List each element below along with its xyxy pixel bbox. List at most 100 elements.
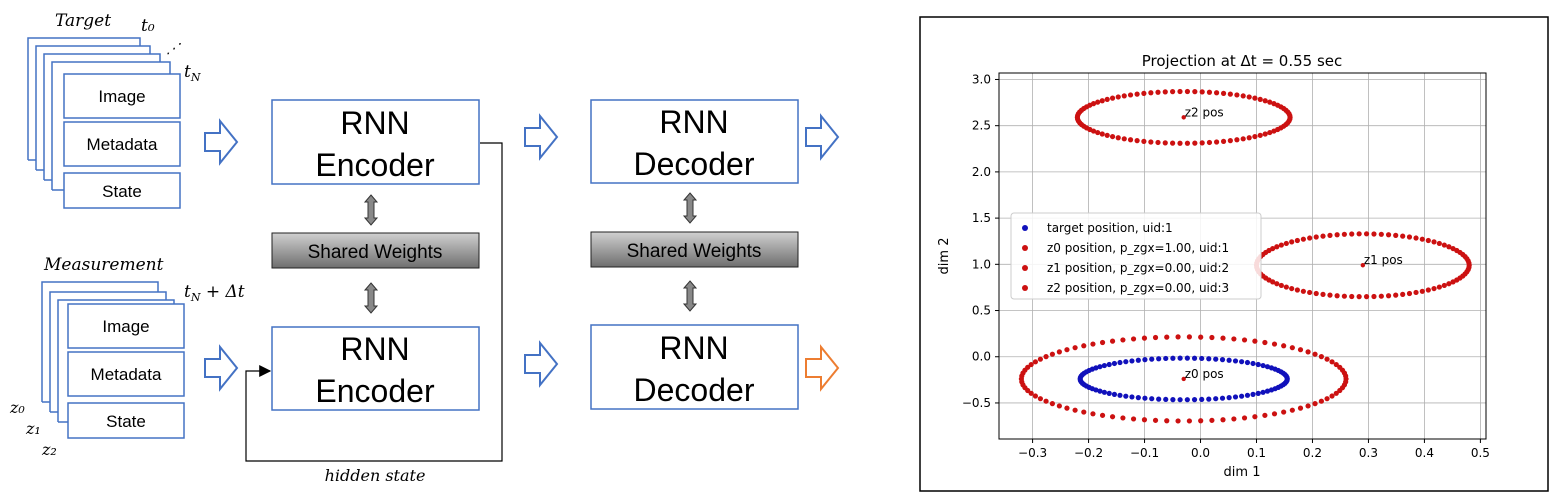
series-2-point [1431, 239, 1437, 245]
series-3-point [1134, 91, 1140, 97]
series-2-point [1371, 293, 1377, 300]
series-0-point [1206, 356, 1212, 362]
series-0-point [1226, 357, 1232, 363]
y-tick-label: 1.0 [972, 257, 991, 271]
double-arrow-icon [363, 282, 379, 314]
series-2-point [1413, 289, 1419, 296]
series-2-point [1294, 237, 1300, 244]
x-tick-label: 0.2 [1303, 446, 1322, 460]
metadata-card-2-label: Metadata [91, 365, 162, 384]
series-2-point [1289, 239, 1295, 245]
image-card-2 [67, 303, 185, 349]
series-0-point [1111, 360, 1118, 367]
stack-frame-1 [27, 37, 141, 160]
series-0-point [1213, 356, 1219, 362]
series-0-point [1244, 359, 1251, 366]
series-0-point [1163, 396, 1169, 403]
series-0-point [1184, 355, 1190, 361]
series-2-point [1436, 284, 1442, 290]
series-3-point [1199, 89, 1205, 95]
series-2-point [1334, 293, 1340, 299]
series-1-point [1072, 407, 1078, 413]
series-0-point [1268, 365, 1275, 371]
series-3-point [1121, 136, 1127, 142]
series-1-point [1241, 337, 1248, 343]
series-1-point [1037, 396, 1043, 402]
series-2-point [1378, 293, 1384, 299]
series-0-point [1097, 364, 1103, 370]
series-0-point [1170, 355, 1176, 361]
series-0-point [1149, 396, 1155, 402]
series-2-point [1327, 232, 1333, 238]
shared-weights-left [271, 232, 480, 269]
series-2-point [1341, 293, 1347, 299]
series-0-point [1199, 396, 1205, 403]
series-3-point [1184, 140, 1191, 146]
stack-frame-6 [49, 291, 167, 412]
annotation-label: z2 pos [1185, 105, 1224, 119]
series-0-point [1117, 392, 1123, 398]
plot-points [1018, 88, 1472, 424]
stack-frame-edges-2 [42, 401, 68, 423]
series-3-point [1099, 98, 1105, 104]
decoder-column: RNN Decoder Shared Weights RNN Decoder [590, 99, 799, 410]
series-1-point [1099, 412, 1106, 418]
stack-frame-7 [57, 299, 175, 422]
rnn-decoder-bottom [590, 324, 799, 410]
series-1-point [1081, 343, 1087, 349]
series-1-point [1064, 347, 1070, 353]
series-3-point [1262, 131, 1268, 137]
series-3-point [1257, 132, 1263, 138]
series-1-point [1090, 411, 1096, 417]
series-1-point [1220, 417, 1226, 423]
series-0-point [1129, 394, 1135, 400]
image-card-2-label: Image [102, 317, 149, 336]
series-3-point [1155, 89, 1161, 95]
series-1-point [1064, 405, 1070, 411]
series-2-point [1320, 233, 1326, 239]
legend-entry: target position, uid:1 [1047, 221, 1173, 235]
series-2-point [1371, 231, 1377, 237]
series-0-point [1170, 397, 1176, 403]
series-1-point [1056, 403, 1062, 409]
series-1-point [1329, 359, 1335, 365]
series-3-point [1095, 129, 1101, 136]
image-card [63, 73, 181, 119]
x-tick-label: 0.4 [1415, 446, 1434, 460]
series-3-point [1162, 140, 1168, 146]
series-1-point [1324, 396, 1330, 402]
series-0-point [1264, 364, 1271, 370]
series-1-point [1198, 334, 1204, 340]
series-1-point [1175, 418, 1181, 424]
arrow-right-icon [204, 344, 239, 392]
series-1-point [1049, 351, 1055, 357]
series-3-point [1148, 139, 1154, 145]
series-1-point [1072, 345, 1078, 351]
encoder-top-line1: RNN [340, 105, 409, 141]
series-1-point [1049, 401, 1055, 407]
series-2-point [1270, 279, 1276, 285]
series-1-point [1252, 414, 1258, 420]
series-3-point [1246, 94, 1252, 100]
series-3-point [1234, 92, 1240, 98]
decoder-bottom-line2: Decoder [634, 372, 755, 408]
target-input-stack: Target t₀ ⋰ tN Image Metadata State [27, 11, 201, 209]
series-3-point [1127, 137, 1134, 143]
encoder-bottom-line2: Encoder [315, 373, 435, 409]
encoder-column: RNN Encoder Shared Weights RNN Encoder h… [245, 99, 503, 485]
series-0-point [1219, 395, 1226, 401]
series-1-point [1043, 354, 1049, 360]
series-1-point [1333, 390, 1339, 396]
z2-label: z₂ [41, 440, 57, 459]
series-2-point [1274, 244, 1280, 250]
series-1-point [1281, 343, 1287, 349]
metadata-card [63, 121, 181, 167]
series-3-point [1206, 89, 1213, 95]
encoder-bottom-line1: RNN [340, 331, 409, 367]
series-2-point [1313, 234, 1319, 240]
series-3-point [1252, 95, 1258, 101]
legend-marker [1022, 265, 1028, 271]
measurement-input-stack: Measurement tN + Δt Image Metadata State… [9, 255, 245, 459]
legend-entry: z0 position, p_zgx=1.00, uid:1 [1047, 241, 1229, 255]
series-2-point [1466, 264, 1472, 271]
